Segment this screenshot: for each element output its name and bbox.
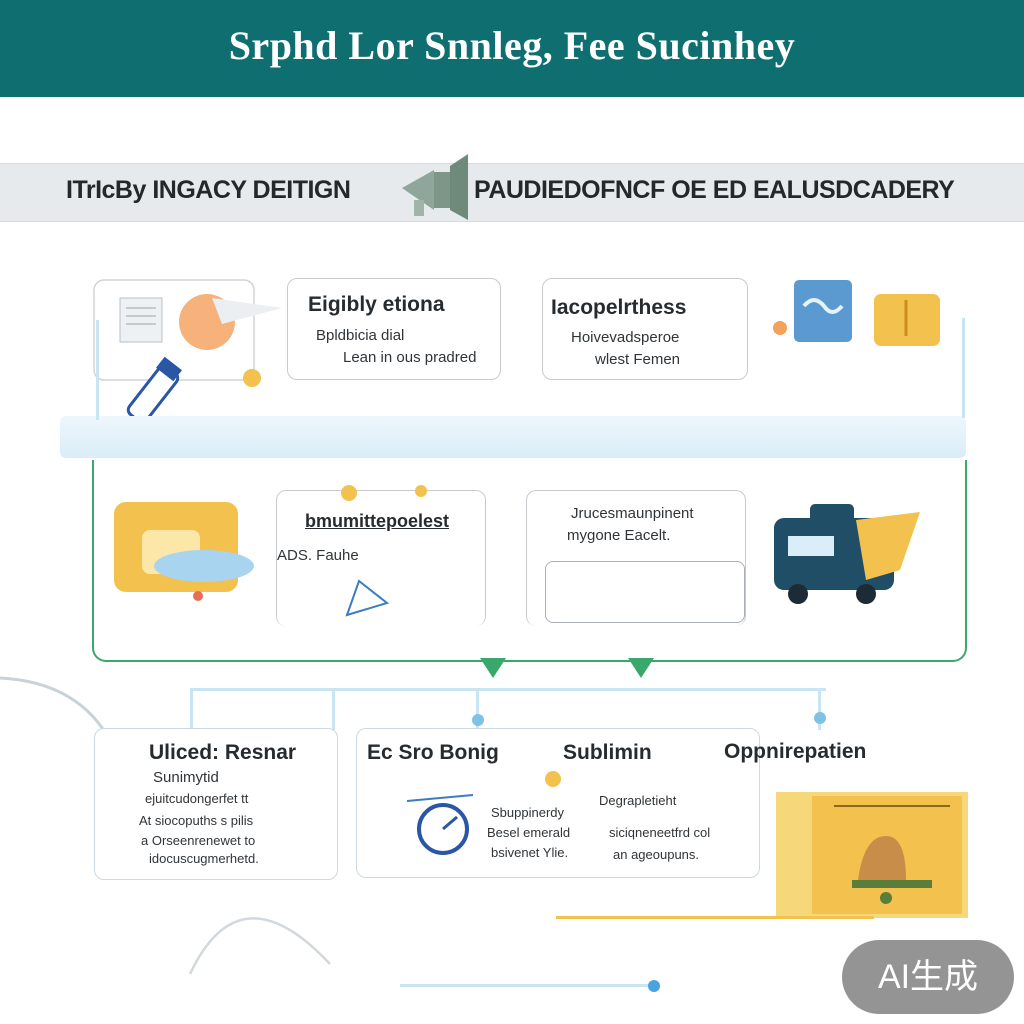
card-title: Eigibly etiona	[308, 293, 445, 316]
card-line: At siocopuths s pilis	[139, 813, 254, 828]
curve-line	[188, 917, 331, 975]
rocket-icon	[93, 279, 282, 424]
card-eligibility: Eigibly etiona Bpldbicia dial Lean in ou…	[287, 278, 501, 380]
bus-icon	[774, 504, 920, 604]
card-line: a Orseenrenewet to	[141, 833, 256, 848]
connector-line	[400, 984, 652, 987]
compass-icon	[406, 794, 474, 855]
connector-line	[962, 318, 965, 418]
spark-icon	[341, 485, 427, 501]
book-icon	[776, 792, 968, 918]
arrow-down-icon	[628, 658, 654, 678]
card-title: bmumittepoelest	[305, 511, 450, 531]
subheader-right: PAUDIEDOFNCF OE ED EALUSDCADERY	[474, 176, 955, 204]
connector-line	[332, 688, 335, 730]
card-line: Besel emerald	[487, 825, 571, 840]
card-line: Lean in ous pradred	[343, 349, 477, 366]
dot-icon	[545, 771, 561, 787]
card-line: Sbuppinerdy	[491, 805, 564, 820]
card-line: Sunimytid	[153, 769, 219, 786]
card-line: mygone Eacelt.	[567, 527, 671, 544]
card-unified-research: Uliced: Resnar Sunimytid ejuitcudongerfe…	[94, 728, 338, 880]
workflow-panel	[92, 460, 967, 662]
connector-node	[648, 980, 660, 992]
card-line: Bpldbicia dial	[316, 327, 405, 344]
portfolio-icon	[773, 280, 940, 346]
connector-line	[190, 688, 193, 730]
connector-node	[814, 712, 826, 724]
card-process: Jrucesmaunpinent mygone Eacelt.	[526, 490, 746, 626]
page-title: Srphd Lor Snnleg, Fee Sucinhey	[228, 23, 796, 68]
megaphone-icon	[402, 154, 468, 220]
card-line: bsivenet Ylie.	[491, 845, 569, 860]
card-title: Ec Sro Bonig	[367, 741, 499, 764]
card-title: Iacopelrthess	[551, 296, 687, 319]
connector-line	[190, 688, 826, 691]
card-capabilities: Iacopelrthess Hoivevadsperoe wlest Femen	[542, 278, 748, 380]
card-line: Degrapletieht	[599, 793, 677, 808]
card-line: idocuscugmerhetd.	[149, 851, 259, 866]
subheader-bar	[0, 163, 1024, 222]
card-submission: bmumittepoelest ADS. Fauhe	[276, 485, 486, 626]
connector-line	[556, 916, 874, 919]
card-title: Oppnirepatien	[724, 740, 867, 763]
connector-line	[818, 688, 821, 730]
card-line: Hoivevadsperoe	[571, 329, 680, 346]
card-line: ejuitcudongerfet tt	[145, 791, 249, 806]
arrow-down-icon	[480, 658, 506, 678]
connector-line	[476, 688, 479, 730]
title-banner	[0, 0, 1024, 97]
card-line: siciqneneetfrd col	[609, 825, 711, 840]
paper-plane-icon	[345, 579, 390, 617]
card-line: wlest Femen	[595, 351, 681, 368]
magazine-icon	[114, 502, 254, 601]
card-line: ADS. Fauhe	[277, 547, 359, 564]
connector-line	[96, 320, 99, 420]
ai-generated-badge: AI生成	[842, 940, 1014, 1014]
card-line: Jrucesmaunpinent	[571, 505, 694, 522]
card-title: Sublimin	[563, 741, 652, 764]
connector-node	[472, 714, 484, 726]
card-subliminal: Ec Sro Bonig Sublimin Sbuppinerdy Besel …	[356, 728, 760, 878]
card-line: an ageoupuns.	[613, 847, 700, 862]
subheader-left: ITrIcBy INGACY DEITIGN	[66, 176, 351, 204]
section-band	[60, 416, 966, 458]
card-title: Uliced: Resnar	[149, 741, 297, 764]
input-box	[545, 561, 745, 623]
